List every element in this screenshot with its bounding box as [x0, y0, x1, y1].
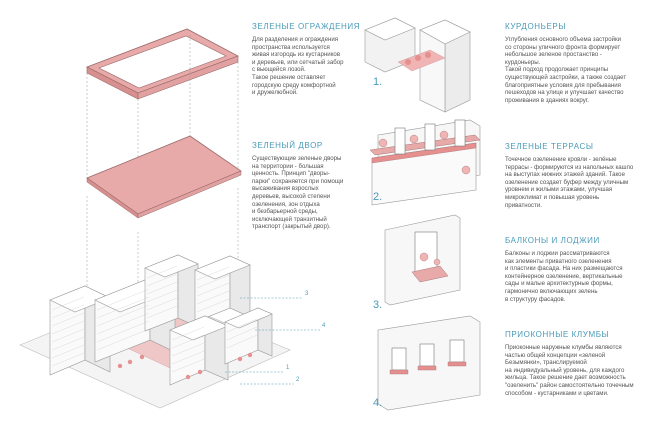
masterplan-illustration: [19, 254, 291, 409]
section-1-number: 1.: [373, 76, 383, 88]
section-3-text: Балконы и лоджии рассматриваются как эле…: [505, 250, 623, 303]
section-3-number: 3.: [373, 299, 383, 311]
terraces-illustration: [369, 119, 481, 206]
fences-title: ЗЕЛЕНЫЕ ОГРАЖДЕНИЯ: [252, 22, 361, 31]
fence-frame-illustration: [86, 28, 239, 100]
section-3-title: БАЛКОНЫ И ЛОДЖИИ: [505, 236, 600, 245]
fences-text: Для разделения и ограждения пространства…: [252, 36, 344, 97]
section-1-text: Углубления основного объема застройки со…: [505, 36, 627, 104]
window-flowerbeds-illustration: [377, 315, 481, 411]
yard-text: Существующие зеленые дворы на территории…: [252, 155, 344, 231]
callout-1: 1: [286, 365, 290, 371]
callout-2: 2: [296, 377, 300, 383]
section-1-title: КУРДОНЬЕРЫ: [505, 22, 567, 31]
green-yard-illustration: [86, 135, 242, 219]
callout-leaders: [225, 297, 320, 385]
section-4-number: 4.: [373, 397, 383, 409]
section-2-text: Точечное озеленение кровли - зелёные тер…: [505, 156, 634, 209]
section-2-number: 2.: [373, 191, 383, 203]
section-4-text: Приоконные наружные клумбы являются част…: [505, 344, 634, 397]
balconies-illustration: [384, 214, 461, 306]
yard-title: ЗЕЛЕНЫЙ ДВОР: [252, 141, 323, 150]
section-2-title: ЗЕЛЕНЫЕ ТЕРРАСЫ: [505, 142, 594, 151]
callout-4: 4: [322, 323, 326, 329]
courdonneur-illustration: [364, 17, 471, 113]
callout-3: 3: [305, 291, 309, 297]
section-4-title: ПРИОКОННЫЕ КЛУМБЫ: [505, 330, 610, 339]
